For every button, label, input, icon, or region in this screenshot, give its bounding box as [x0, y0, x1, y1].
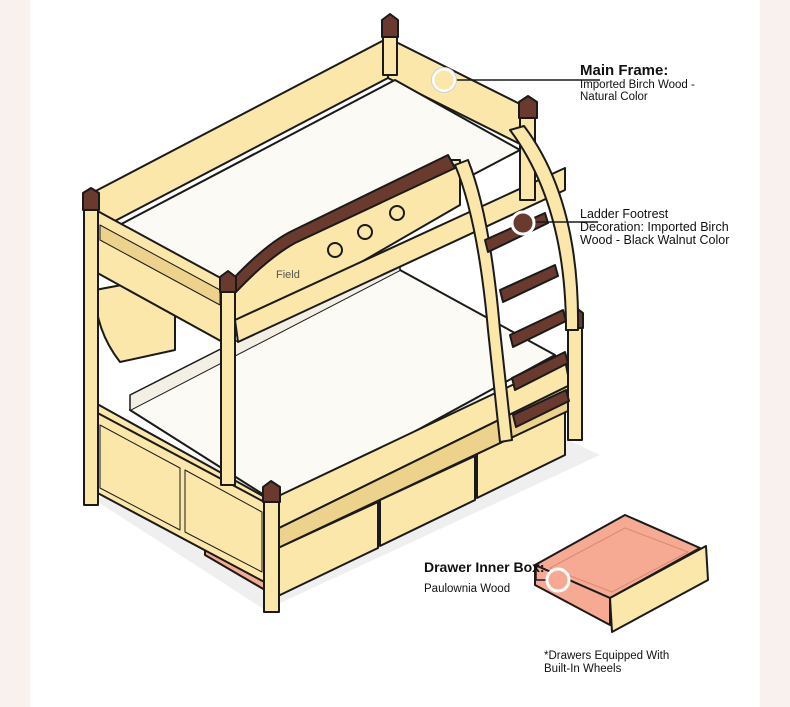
main-frame-line1: Imported Birch Wood - — [580, 78, 695, 91]
ladder-left-rail — [454, 159, 513, 443]
post-left — [83, 197, 99, 506]
ladder-line2: Decoration: Imported Birch — [580, 220, 729, 235]
rail-hole-3 — [389, 205, 405, 221]
drawer-callout: Drawer Inner Box: Paulownia Wood — [424, 560, 545, 595]
callout-marker-ladder — [510, 210, 536, 236]
post-front-middle — [220, 281, 236, 486]
rail-hole-1 — [327, 242, 343, 258]
field-label: Field — [276, 269, 300, 281]
ladder-callout: Ladder Footrest Decoration: Imported Bir… — [580, 207, 730, 248]
post-right-front — [567, 317, 583, 441]
ladder-step-3 — [509, 309, 567, 348]
callout-marker-drawer — [545, 567, 571, 593]
drawer-title: Drawer Inner Box: — [424, 559, 545, 575]
drawer-front-panel — [609, 545, 709, 633]
callout-line-drawer — [535, 568, 548, 581]
wheels-note-line2: Built-In Wheels — [544, 662, 622, 675]
drawer-sub: Paulownia Wood — [424, 582, 511, 595]
main-frame-line2: Natural Color — [580, 90, 648, 103]
ladder-step-4 — [511, 351, 569, 391]
ladder-step-2 — [499, 264, 559, 303]
main-frame-callout: Main Frame: Imported Birch Wood - Natura… — [580, 63, 695, 103]
ladder-step-5 — [512, 389, 570, 428]
ladder-line3: Wood - Black Walnut Color — [580, 233, 730, 248]
wheels-note-line1: *Drawers Equipped With — [544, 650, 670, 662]
main-frame-title: Main Frame: — [580, 62, 669, 79]
guard-rail-walnut-cap — [231, 154, 456, 293]
ladder-right-rail — [509, 125, 580, 331]
wheels-note: *Drawers Equipped With Built-In Wheels — [544, 650, 669, 675]
rail-hole-2 — [357, 224, 373, 240]
post-front-bottom — [263, 491, 280, 613]
ladder-line1: Ladder Footrest — [580, 207, 669, 221]
callout-marker-frame — [431, 67, 457, 93]
